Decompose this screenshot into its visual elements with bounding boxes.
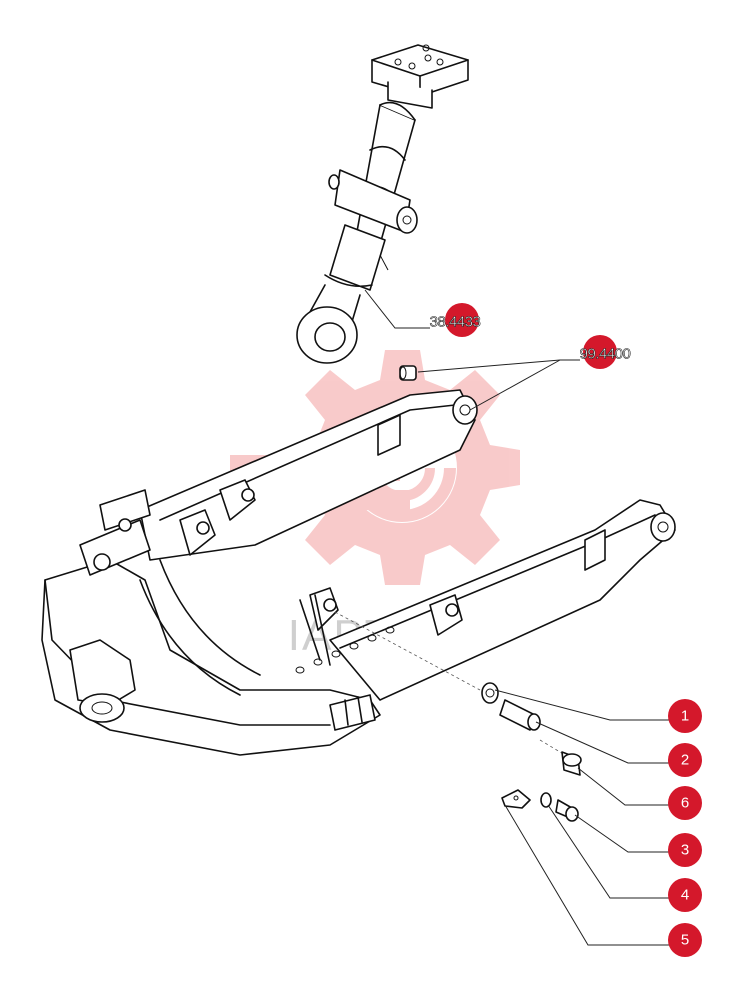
callout-badge-icon [668,833,702,867]
callout-label: 3 [681,842,689,859]
callout-5[interactable]: 5 [668,923,702,957]
pin-assembly [334,611,582,822]
callout-label: 5 [681,932,689,949]
callout-label: 2 [681,752,689,769]
callout-2[interactable]: 2 [668,743,702,777]
callout-badge-icon [668,699,702,733]
reference-label: 38.4433 [430,314,481,331]
callout-label: 1 [681,708,689,725]
callout-badge-icon [668,786,702,820]
callout-badge-icon [668,923,702,957]
reference-label: 99.4400 [580,346,631,363]
main-frame [41,389,676,756]
hydraulic-cylinder [296,44,469,364]
bushing-part [399,365,417,381]
callout-label: 6 [681,795,689,812]
reference-badge-icon [583,335,617,369]
callout-4[interactable]: 4 [668,878,702,912]
callout-label: 4 [681,887,689,904]
callout-1[interactable]: 1 [668,699,702,733]
callout-badge-icon [668,878,702,912]
callout-3[interactable]: 3 [668,833,702,867]
reference-99-4400: 99.4400 [579,335,631,369]
callout-6[interactable]: 6 [668,786,702,820]
leader-lines [364,289,670,946]
reference-badge-icon [445,303,479,337]
reference-38-4433: 38.4433 [429,303,481,337]
callout-badge-icon [668,743,702,777]
